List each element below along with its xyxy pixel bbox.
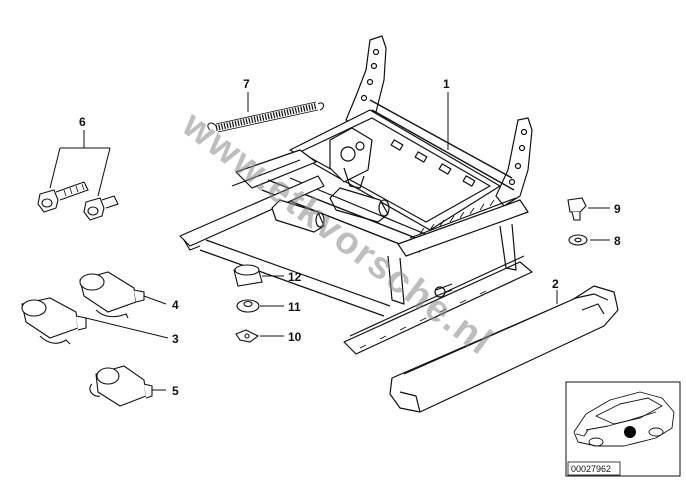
callout-7: 7 [243, 77, 250, 91]
callout-1: 1 [443, 77, 450, 91]
part-number: 00027962 [571, 464, 611, 474]
callout-12: 12 [288, 270, 302, 284]
bolts-drawing [37, 181, 119, 221]
callout-6: 6 [79, 115, 86, 129]
leader-lines [49, 92, 610, 391]
seat-side-trim-drawing [389, 285, 619, 413]
seat-frame-drawing [179, 35, 533, 355]
small-parts-drawing [233, 197, 588, 343]
callout-8: 8 [614, 234, 621, 248]
vehicle-inset: 00027962 [565, 381, 681, 477]
tension-spring-drawing [207, 101, 325, 133]
callout-10: 10 [288, 330, 302, 344]
callout-5: 5 [172, 384, 179, 398]
callout-3: 3 [172, 332, 179, 346]
gear-motor-3-drawing [21, 297, 87, 345]
part-number-box [567, 461, 621, 476]
callout-9: 9 [614, 202, 621, 216]
car-outline-icon [573, 391, 675, 447]
callout-2: 2 [552, 277, 559, 291]
part-location-marker [624, 426, 636, 438]
gear-motor-5-drawing [89, 365, 153, 407]
callout-11: 11 [288, 300, 301, 314]
gear-motor-4-drawing [79, 271, 145, 319]
callout-numbers: 1 2 3 4 5 6 7 8 9 10 11 12 [79, 77, 621, 398]
callout-4: 4 [172, 298, 179, 312]
